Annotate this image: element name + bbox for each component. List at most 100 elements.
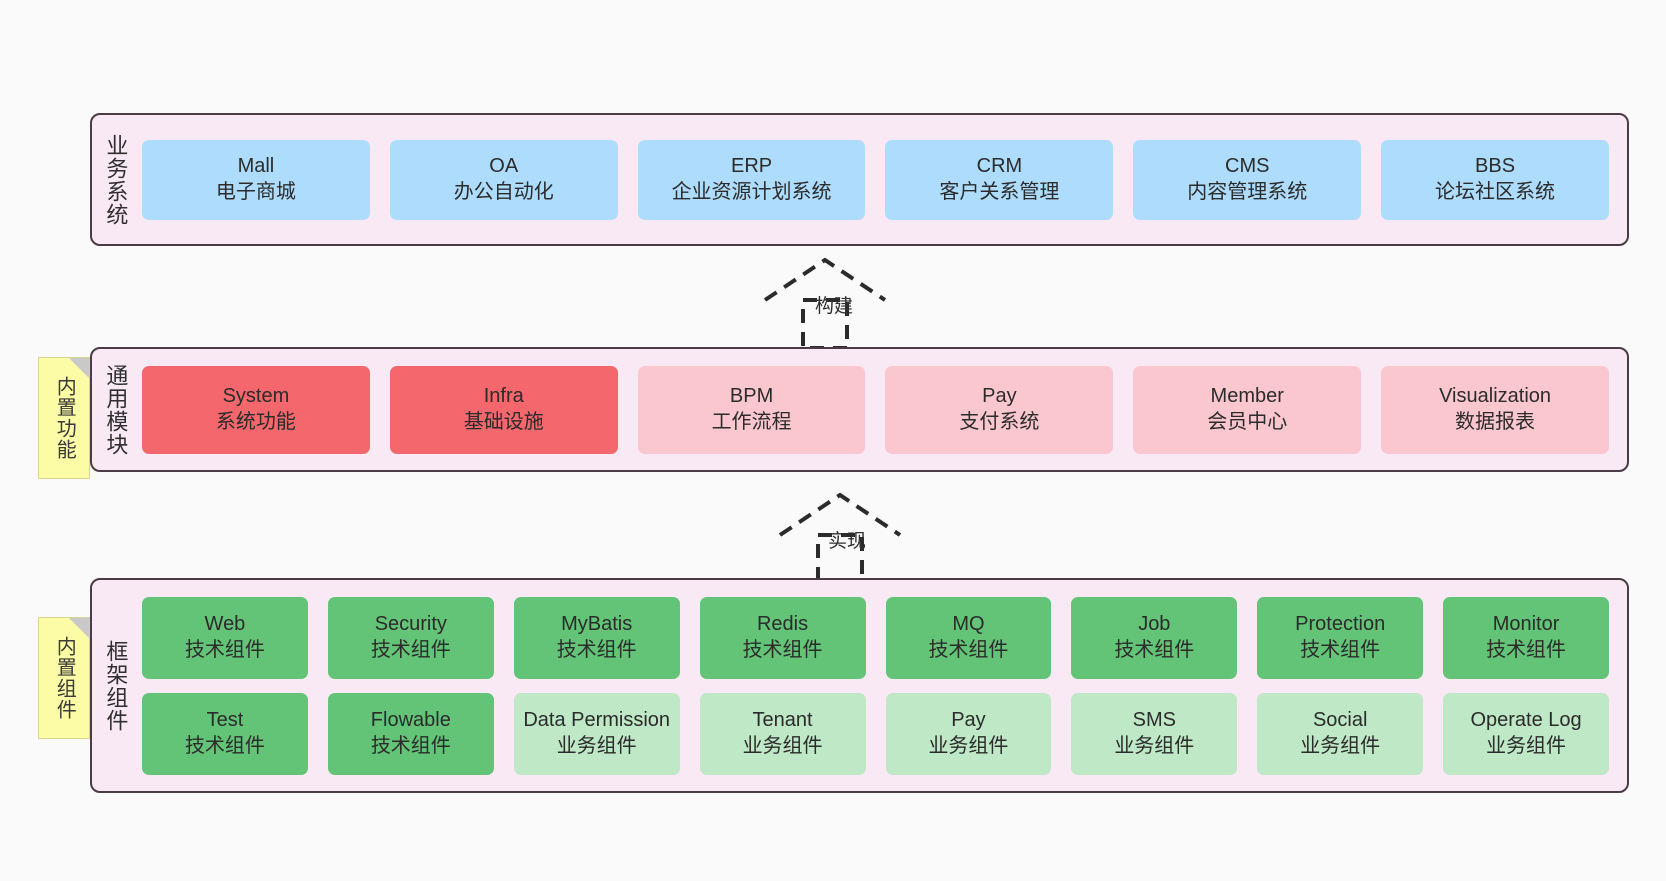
- module-box-title: Data Permission: [523, 708, 671, 731]
- module-box-subtitle: 技术组件: [1300, 638, 1381, 661]
- module-box[interactable]: MyBatis 技术组件: [513, 596, 680, 679]
- implement-arrowhead: [778, 492, 902, 537]
- module-box-title: OA: [489, 154, 519, 177]
- module-box-title: CRM: [976, 154, 1023, 177]
- module-box-title: Security: [374, 612, 447, 635]
- module-box-subtitle: 内容管理系统: [1187, 180, 1308, 203]
- module-box-subtitle: 客户关系管理: [939, 180, 1060, 203]
- module-box-title: Visualization: [1439, 384, 1552, 407]
- module-box-subtitle: 业务组件: [1114, 734, 1195, 757]
- module-box-title: Operate Log: [1470, 708, 1582, 731]
- module-box[interactable]: Data Permission 业务组件: [513, 692, 680, 775]
- module-box[interactable]: Protection 技术组件: [1257, 596, 1424, 679]
- module-box-subtitle: 技术组件: [1486, 638, 1567, 661]
- layer-business-system: 业务系统 Mall 电子商城 OA 办公自动化 ERP 企业资源计划系统 CRM 客户关系管理…: [90, 113, 1629, 246]
- module-box-title: MyBatis: [561, 612, 633, 635]
- module-box-title: Social: [1312, 708, 1368, 731]
- module-box[interactable]: OA 办公自动化: [389, 139, 618, 220]
- layer-common-module-title: 通用模块: [103, 363, 129, 456]
- module-box-subtitle: 业务组件: [556, 734, 637, 757]
- module-box-title: Flowable: [370, 708, 451, 731]
- module-box[interactable]: Operate Log 业务组件: [1443, 692, 1609, 775]
- box-row: Mall 电子商城 OA 办公自动化 ERP 企业资源计划系统 CRM 客户关系管理 CMS 内容…: [142, 139, 1609, 220]
- build-arrowhead: [763, 257, 887, 302]
- module-box[interactable]: Security 技术组件: [327, 596, 494, 679]
- note-builtin-function: 内置功能: [38, 357, 90, 479]
- module-box[interactable]: Member 会员中心: [1133, 365, 1362, 454]
- module-box-subtitle: 技术组件: [184, 734, 265, 757]
- module-box-title: Member: [1210, 384, 1284, 407]
- module-box-subtitle: 业务组件: [1300, 734, 1381, 757]
- module-box-subtitle: 业务组件: [928, 734, 1009, 757]
- module-box-subtitle: 业务组件: [742, 734, 823, 757]
- module-box-title: Job: [1138, 612, 1171, 635]
- module-box[interactable]: ERP 企业资源计划系统: [637, 139, 866, 220]
- module-box-title: Test: [206, 708, 244, 731]
- module-box[interactable]: Pay 支付系统: [885, 365, 1114, 454]
- module-box-title: CMS: [1225, 154, 1270, 177]
- module-box-title: Pay: [982, 384, 1017, 407]
- module-box[interactable]: System 系统功能: [142, 365, 370, 454]
- module-box[interactable]: BPM 工作流程: [637, 365, 866, 454]
- module-box-subtitle: 企业资源计划系统: [671, 180, 832, 203]
- module-box[interactable]: CMS 内容管理系统: [1133, 139, 1362, 220]
- layer-framework-component-title: 框架组件: [103, 639, 129, 732]
- module-box-title: BPM: [729, 384, 774, 407]
- module-box-subtitle: 技术组件: [556, 638, 637, 661]
- layer-business-system-title: 业务系统: [103, 133, 129, 226]
- module-box-title: Protection: [1295, 612, 1386, 635]
- module-box[interactable]: BBS 论坛社区系统: [1381, 139, 1609, 220]
- module-box-subtitle: 数据报表: [1455, 410, 1536, 433]
- layer-business-system-body: Mall 电子商城 OA 办公自动化 ERP 企业资源计划系统 CRM 客户关系管理 CMS 内容…: [138, 115, 1627, 244]
- module-box-title: MQ: [952, 612, 985, 635]
- module-box-title: Pay: [951, 708, 986, 731]
- module-box-subtitle: 技术组件: [742, 638, 823, 661]
- note-builtin-component-text: 内置组件: [53, 636, 76, 720]
- module-box[interactable]: SMS 业务组件: [1071, 692, 1238, 775]
- module-box[interactable]: Test 技术组件: [142, 692, 308, 775]
- module-box-title: BBS: [1475, 154, 1516, 177]
- module-box[interactable]: Social 业务组件: [1257, 692, 1424, 775]
- module-box[interactable]: Job 技术组件: [1071, 596, 1238, 679]
- module-box[interactable]: Pay 业务组件: [885, 692, 1052, 775]
- module-box-subtitle: 论坛社区系统: [1435, 180, 1556, 203]
- module-box-subtitle: 电子商城: [215, 180, 296, 203]
- module-box[interactable]: MQ 技术组件: [885, 596, 1052, 679]
- module-box-subtitle: 办公自动化: [453, 180, 554, 203]
- connector-implement-label: 实现: [828, 531, 867, 552]
- module-box[interactable]: CRM 客户关系管理: [885, 139, 1114, 220]
- module-box-title: System: [222, 384, 290, 407]
- module-box-title: SMS: [1132, 708, 1176, 731]
- note-builtin-component: 内置组件: [38, 617, 90, 739]
- module-box-subtitle: 基础设施: [463, 410, 544, 433]
- module-box-subtitle: 工作流程: [711, 410, 792, 433]
- module-box-subtitle: 技术组件: [1114, 638, 1195, 661]
- module-box-title: ERP: [731, 154, 773, 177]
- module-box-title: Redis: [756, 612, 809, 635]
- module-box-subtitle: 支付系统: [959, 410, 1040, 433]
- module-box-subtitle: 技术组件: [184, 638, 265, 661]
- connector-build-label: 构建: [815, 296, 854, 317]
- note-builtin-function-text: 内置功能: [53, 376, 76, 460]
- module-box[interactable]: Visualization 数据报表: [1381, 365, 1609, 454]
- module-box-title: Mall: [237, 154, 275, 177]
- module-box-subtitle: 业务组件: [1486, 734, 1567, 757]
- module-box[interactable]: Mall 电子商城: [142, 139, 370, 220]
- module-box-subtitle: 会员中心: [1207, 410, 1288, 433]
- module-box-subtitle: 系统功能: [215, 410, 296, 433]
- module-box-subtitle: 技术组件: [928, 638, 1009, 661]
- module-box-subtitle: 技术组件: [370, 638, 451, 661]
- module-box[interactable]: Redis 技术组件: [699, 596, 866, 679]
